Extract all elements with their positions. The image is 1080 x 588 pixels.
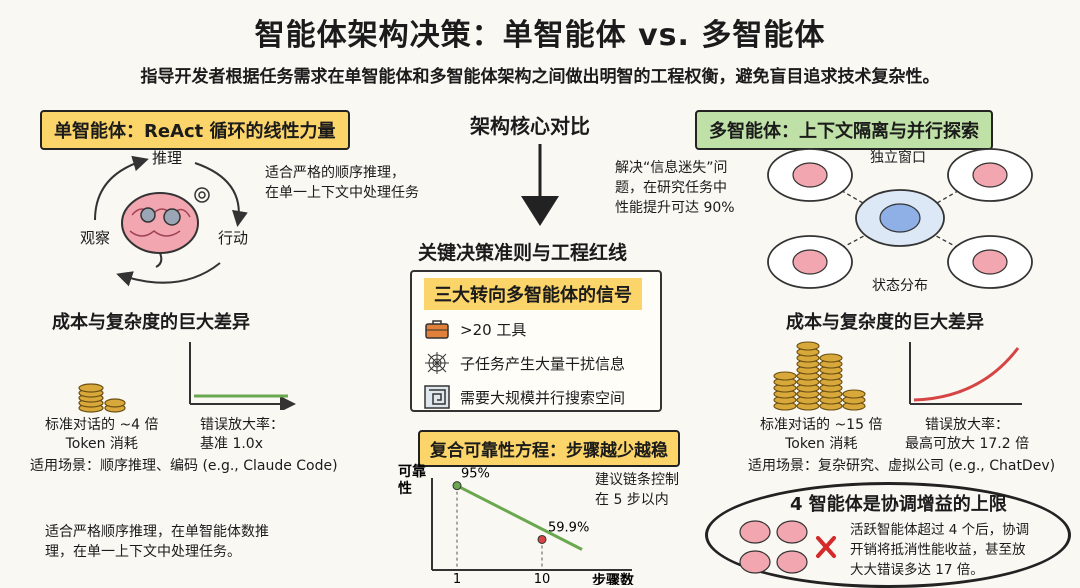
cross-icon	[816, 536, 836, 558]
center-heading: 架构核心对比	[470, 114, 590, 138]
spiderweb-icon	[425, 352, 449, 374]
signal-text: >20 工具	[460, 320, 527, 339]
window-label: 独立窗口	[870, 150, 926, 166]
signals-box: 三大转向多智能体的信号 >20 工具 子任务产生大量干扰信息	[410, 270, 662, 412]
multi-token-text: 标准对话的 ~15 倍 Token 消耗	[760, 417, 883, 452]
signal-item: 需要大规模并行搜索空间	[424, 380, 648, 414]
reliability-chart: 95% 59.9% 1 10 可靠性 步骤数	[398, 463, 635, 585]
agent-limit-text: 活跃智能体超过 4 个后，协调 开销将抵消性能收益，甚至放 大大错误多达 17 …	[850, 522, 1030, 578]
brains-cluster	[739, 520, 836, 574]
maze-icon	[424, 385, 450, 409]
signals-title: 三大转向多智能体的信号	[424, 278, 642, 310]
react-loop-diagram	[94, 155, 248, 287]
multi-agent-diagram	[767, 148, 1033, 289]
page-title: 智能体架构决策：单智能体 vs. 多智能体	[254, 18, 826, 53]
brain-icon	[121, 192, 199, 268]
multi-agent-description: 解决“信息迷失”问 题，在研究任务中 性能提升可达 90%	[615, 160, 735, 216]
coin-stack-icon	[773, 341, 866, 411]
signal-text: 需要大规模并行搜索空间	[460, 388, 626, 407]
brain-icon	[792, 162, 1008, 275]
point-label-start: 95%	[461, 467, 490, 482]
criteria-heading: 关键决策准则与工程红线	[418, 242, 628, 264]
multi-cost-title: 成本与复杂度的巨大差异	[786, 312, 984, 333]
x-tick-1: 1	[453, 572, 461, 585]
multi-scenario: 适用场景：复杂研究、虚拟公司 (e.g., ChatDev)	[748, 458, 1056, 474]
point-end	[537, 534, 547, 544]
single-agent-tag: 单智能体：ReAct 循环的线性力量	[40, 110, 350, 150]
single-agent-description: 适合严格的顺序推理， 在单一上下文中处理任务	[265, 165, 419, 201]
reliability-line	[456, 484, 583, 551]
single-cost-title: 成本与复杂度的巨大差异	[52, 312, 250, 333]
page-subtitle: 指导开发者根据任务需求在单智能体和多智能体架构之间做出明智的工程权衡，避免盲目追…	[140, 67, 940, 87]
single-scenario: 适用场景：顺序推理、编码 (e.g., Claude Code)	[30, 458, 338, 474]
point-start	[452, 481, 462, 491]
x-axis-label: 步骤数	[592, 572, 635, 585]
signal-text: 子任务产生大量干扰信息	[460, 354, 626, 373]
brain-icon	[739, 520, 808, 574]
loop-act-label: 行动	[218, 229, 249, 247]
single-error-mini-chart	[189, 342, 296, 410]
single-footer: 适合严格顺序推理，在单智能体数推 理，在单一上下文中处理任务。	[45, 524, 269, 560]
single-error-text: 错误放大率： 基准 1.0x	[200, 417, 284, 452]
coin-stack-icon	[78, 383, 126, 413]
multi-agent-tag: 多智能体：上下文隔离与并行探索	[695, 110, 993, 150]
loop-observe-label: 观察	[80, 229, 111, 247]
y-axis-label: 可靠性	[398, 463, 426, 497]
gear-icon	[140, 187, 210, 226]
loop-reason-label: 推理	[152, 149, 183, 167]
x-tick-10: 10	[534, 572, 551, 585]
multi-error-text: 错误放大率： 最高可放大 17.2 倍	[905, 417, 1030, 452]
state-label: 状态分布	[872, 278, 928, 294]
chain-note: 建议链条控制 在 5 步以内	[595, 472, 679, 508]
signal-item: >20 工具	[424, 312, 648, 346]
equation-title-tag: 复合可靠性方程：步骤越少越稳	[418, 430, 680, 467]
single-token-text: 标准对话的 ~4 倍 Token 消耗	[45, 417, 159, 452]
multi-error-mini-chart	[909, 342, 1022, 405]
toolbox-icon	[425, 320, 449, 339]
signal-item: 子任务产生大量干扰信息	[424, 346, 648, 380]
down-arrow-icon	[521, 144, 559, 226]
point-label-end: 59.9%	[548, 520, 589, 535]
agent-limit-title: 4 智能体是协调增益的上限	[790, 494, 1007, 515]
